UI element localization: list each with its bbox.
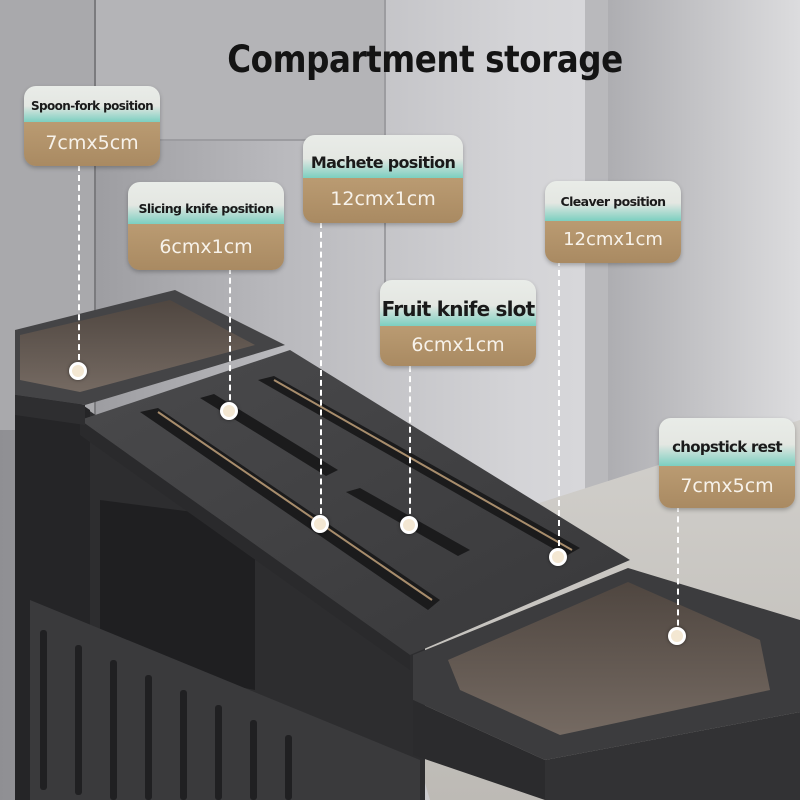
label-cleaver-name: Cleaver position (545, 181, 681, 221)
leader-line-spoon-fork (78, 165, 80, 370)
label-spoon-fork-name: Spoon-fork position (24, 86, 160, 122)
label-fruit-knife-name: Fruit knife slot (380, 280, 536, 326)
rack-under-block (100, 500, 255, 690)
vent-slot (110, 660, 117, 800)
leader-line-slicing-knife (229, 268, 231, 410)
knife-slot-glint (157, 411, 433, 601)
label-chopstick-rest-name: chopstick rest (659, 418, 795, 466)
knife-slot (140, 408, 440, 610)
vent-slot (40, 630, 47, 790)
label-machete-name: Machete position (303, 135, 463, 178)
label-machete: Machete position 12cmx1cm (303, 135, 463, 223)
leader-line-cleaver (558, 260, 560, 556)
label-spoon-fork-size: 7cmx5cm (24, 122, 160, 166)
vent-slot (75, 645, 82, 795)
label-cleaver: Cleaver position 12cmx1cm (545, 181, 681, 263)
leader-line-chopstick-rest (677, 506, 679, 636)
utensil-cup-right-side (545, 712, 800, 800)
label-slicing-knife-name: Slicing knife position (128, 182, 284, 224)
leader-line-fruit-knife (409, 366, 411, 524)
marker-dot-fruit-knife (400, 516, 418, 534)
slot-plate-edge (80, 420, 410, 670)
vent-slot (180, 690, 187, 800)
marker-dot-machete (311, 515, 329, 533)
label-slicing-knife: Slicing knife position 6cmx1cm (128, 182, 284, 270)
utensil-cup-left-front (15, 395, 85, 425)
rack-front-panel (30, 600, 420, 800)
page-title: Compartment storage (227, 38, 623, 81)
label-chopstick-rest-size: 7cmx5cm (659, 466, 795, 508)
vent-slot (285, 735, 292, 800)
label-fruit-knife: Fruit knife slot 6cmx1cm (380, 280, 536, 366)
label-cleaver-size: 12cmx1cm (545, 221, 681, 263)
cabinet-shadow (585, 0, 608, 560)
marker-dot-slicing-knife (220, 402, 238, 420)
utensil-cup-right-front (413, 700, 545, 800)
knife-slot (258, 376, 580, 556)
marker-dot-spoon-fork (69, 362, 87, 380)
leader-line-machete (320, 222, 322, 524)
knife-slot-glint (273, 379, 573, 551)
label-machete-size: 12cmx1cm (303, 178, 463, 223)
utensil-cup-right-inner (448, 582, 770, 735)
slot-plate (80, 350, 630, 655)
marker-dot-chopstick-rest (668, 627, 686, 645)
label-chopstick-rest: chopstick rest 7cmx5cm (659, 418, 795, 508)
label-spoon-fork: Spoon-fork position 7cmx5cm (24, 86, 160, 166)
vent-slot (250, 720, 257, 800)
vent-slot (215, 705, 222, 800)
vent-slot (145, 675, 152, 800)
label-fruit-knife-size: 6cmx1cm (380, 326, 536, 366)
marker-dot-cleaver (549, 548, 567, 566)
label-slicing-knife-size: 6cmx1cm (128, 224, 284, 270)
